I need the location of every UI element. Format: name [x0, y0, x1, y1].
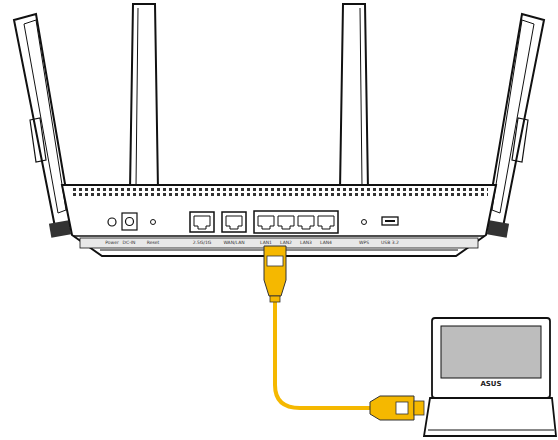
port-label: WAN/LAN [223, 241, 244, 246]
antenna [14, 14, 72, 238]
router-body [62, 185, 496, 256]
ethernet-cable [264, 246, 424, 420]
port-label: Power [105, 241, 119, 246]
port-label: LAN3 [300, 241, 312, 246]
laptop [424, 318, 556, 436]
port-label: Reset [147, 241, 160, 246]
port-label: LAN2 [280, 241, 292, 246]
port-label: LAN4 [320, 241, 332, 246]
port-label: LAN1 [260, 241, 272, 246]
antenna [130, 4, 158, 190]
antenna [486, 14, 544, 238]
port-label: WPS [359, 241, 369, 246]
antenna [340, 4, 368, 190]
port-label: DC-IN [123, 241, 136, 246]
port-label: 2.5G/1G [193, 241, 212, 246]
port-label: USB 3.2 [381, 241, 399, 246]
brand-logo: ASUS [479, 381, 502, 388]
